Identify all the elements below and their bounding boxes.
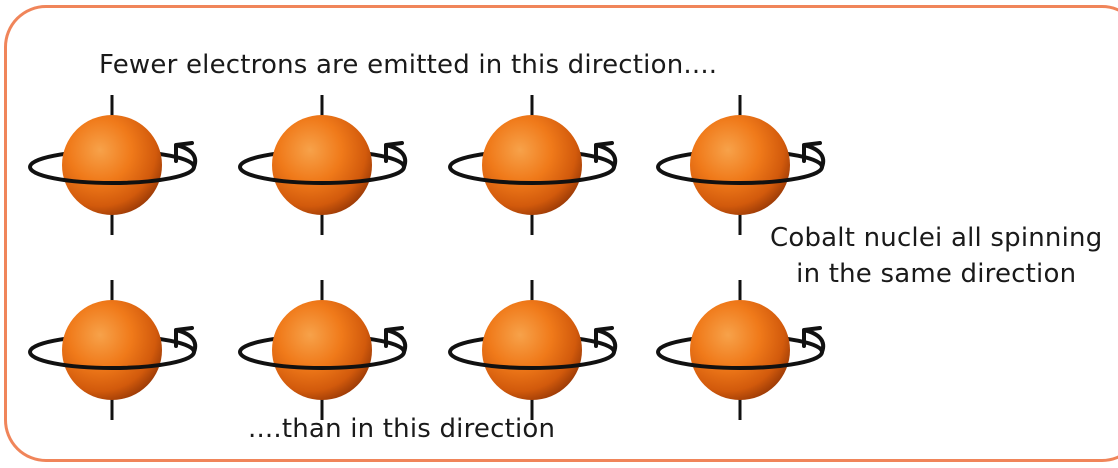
spin-ring-front bbox=[656, 351, 824, 370]
bottom-caption: ....than in this direction bbox=[248, 414, 556, 444]
cobalt-nucleus bbox=[448, 280, 618, 420]
rotation-arrow-icon bbox=[384, 326, 408, 354]
spin-ring-front bbox=[28, 351, 196, 370]
diagram-frame bbox=[4, 5, 1118, 462]
nucleus-sphere bbox=[272, 115, 372, 215]
rotation-arrow-icon bbox=[802, 326, 826, 354]
rotation-arrow-icon bbox=[594, 326, 618, 354]
side-caption-line-2: in the same direction bbox=[796, 259, 1077, 289]
cobalt-nucleus bbox=[238, 95, 408, 235]
nucleus-sphere bbox=[62, 300, 162, 400]
spin-ring-front bbox=[656, 166, 824, 185]
side-caption: Cobalt nuclei all spinning in the same d… bbox=[770, 220, 1102, 292]
spin-ring-front bbox=[28, 166, 196, 185]
spin-ring-front bbox=[448, 351, 616, 370]
rotation-arrow-icon bbox=[802, 141, 826, 169]
rotation-arrow-icon bbox=[174, 326, 198, 354]
rotation-arrow-icon bbox=[174, 141, 198, 169]
cobalt-nucleus bbox=[28, 95, 198, 235]
rotation-arrow-icon bbox=[384, 141, 408, 169]
spin-ring-front bbox=[238, 351, 406, 370]
cobalt-nucleus bbox=[448, 95, 618, 235]
nucleus-sphere bbox=[690, 115, 790, 215]
nucleus-sphere bbox=[62, 115, 162, 215]
rotation-arrow-icon bbox=[594, 141, 618, 169]
nucleus-sphere bbox=[482, 115, 582, 215]
spin-ring-front bbox=[238, 166, 406, 185]
nucleus-sphere bbox=[482, 300, 582, 400]
nucleus-sphere bbox=[690, 300, 790, 400]
cobalt-nucleus bbox=[238, 280, 408, 420]
top-caption: Fewer electrons are emitted in this dire… bbox=[99, 50, 718, 80]
cobalt-nucleus bbox=[656, 280, 826, 420]
cobalt-nucleus bbox=[656, 95, 826, 235]
cobalt-nucleus bbox=[28, 280, 198, 420]
spin-ring-front bbox=[448, 166, 616, 185]
side-caption-line-1: Cobalt nuclei all spinning bbox=[770, 223, 1103, 253]
nucleus-sphere bbox=[272, 300, 372, 400]
